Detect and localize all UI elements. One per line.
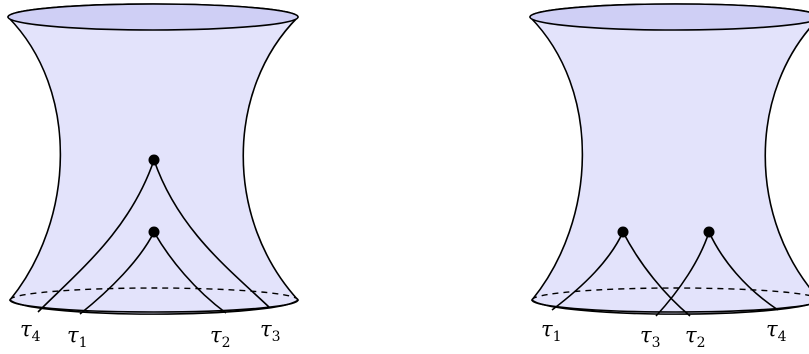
left-label-tau-2: τ2 [210,323,231,351]
right-bottom-rim-back [531,287,809,301]
right-label-tau-4: τ4 [766,317,787,345]
right-label-tau-3: τ3 [640,323,661,351]
left-curve-outer-r [153,159,271,309]
left-curve-inner-r [153,231,227,314]
left-vertex-bottom [148,226,160,238]
right-curve-a-r [622,231,691,317]
right-curve-b-l [655,231,710,317]
left-vertex-top [148,154,160,166]
right-label-tau-1: τ1 [541,317,562,345]
right-hyperboloid: τ1 τ3 τ2 τ4 [529,3,809,351]
left-hyperboloid: τ4 τ1 τ2 τ3 [7,3,300,351]
right-surface [529,3,809,315]
left-curve-inner-l [79,231,155,315]
right-vertex-a [617,226,629,238]
left-label-tau-3: τ3 [260,317,281,345]
right-curve-a-l [551,231,624,311]
left-bottom-rim-front [9,299,299,313]
right-label-tau-2: τ2 [685,323,706,351]
left-label-tau-4: τ4 [20,317,41,345]
right-curve-b-r [708,231,779,311]
right-top-rim [529,3,809,31]
left-label-tau-1: τ1 [67,323,88,351]
left-curve-outer-l [37,159,155,313]
right-bottom-rim-front [531,299,809,313]
right-vertex-b [703,226,715,238]
left-bottom-rim-back [9,287,299,301]
left-top-rim [7,3,299,31]
